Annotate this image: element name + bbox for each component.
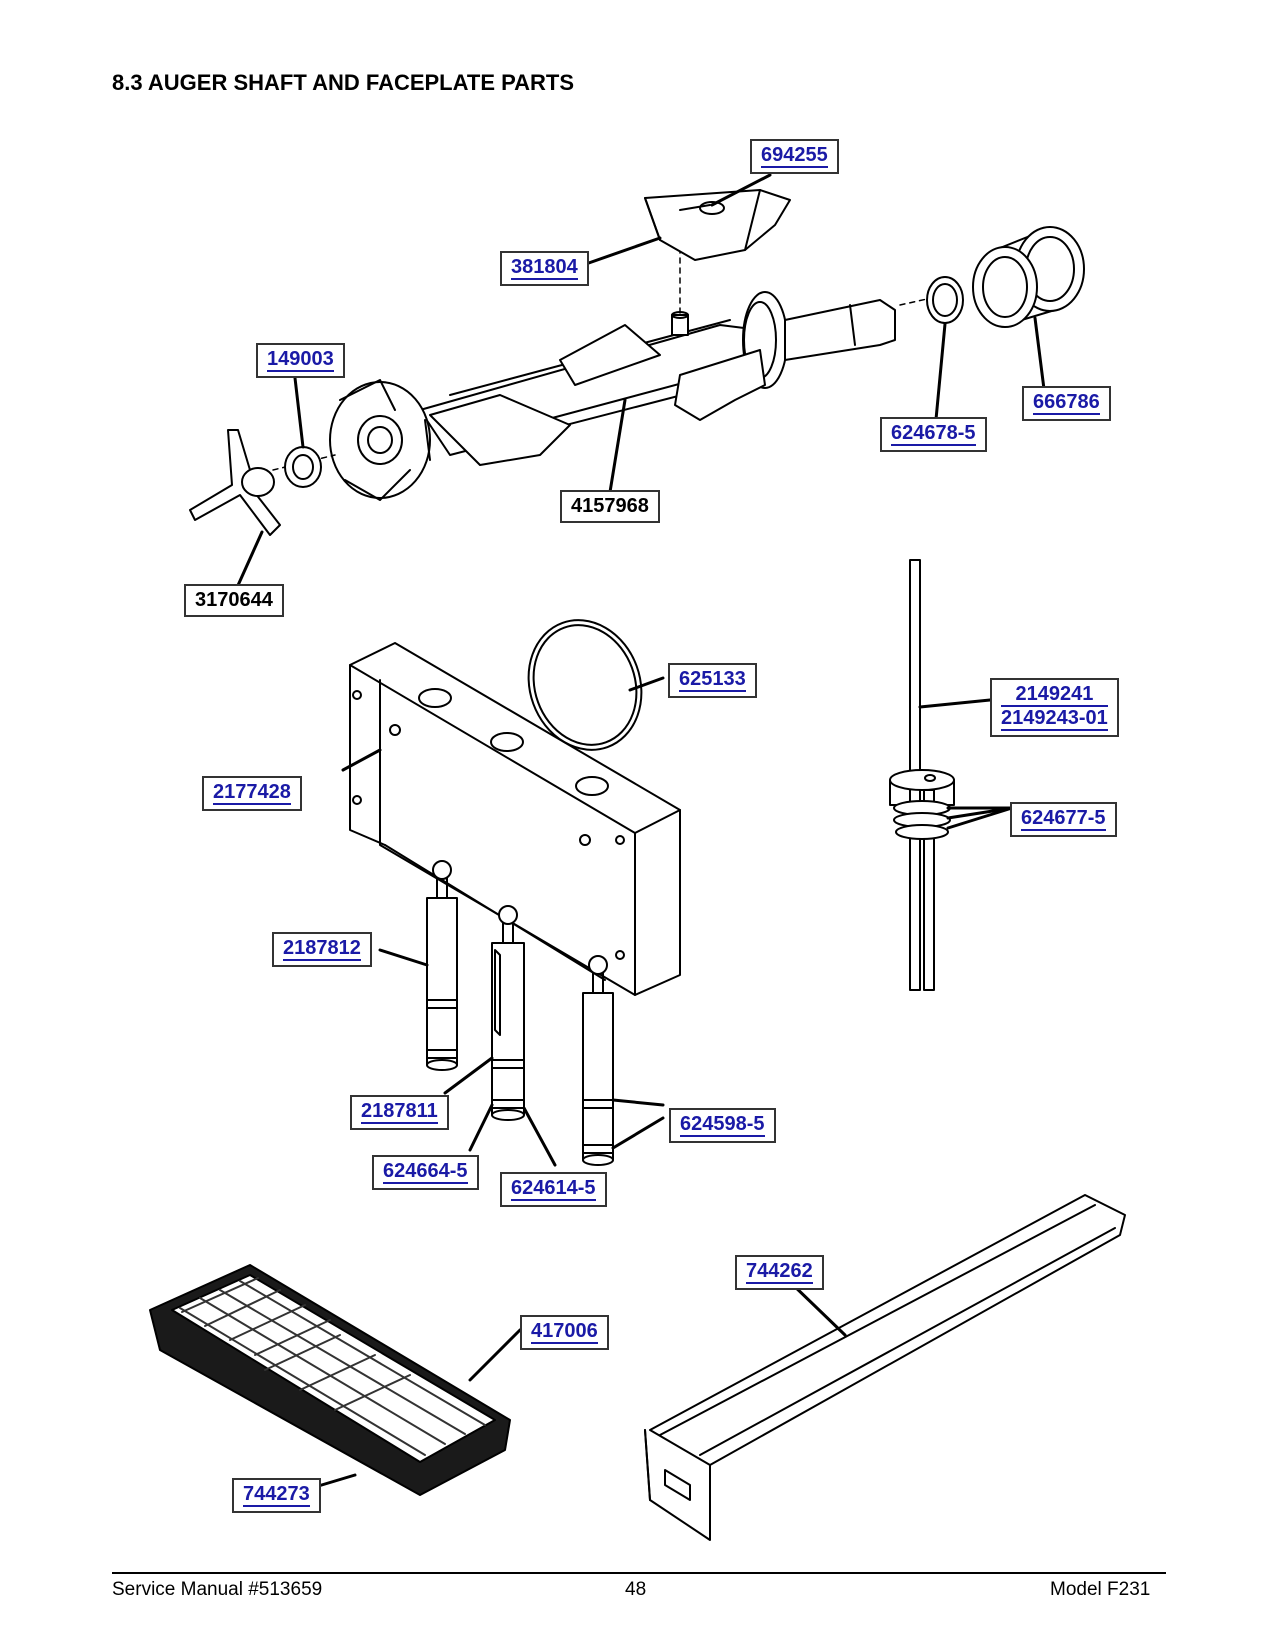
part-label-624598-5[interactable]: 624598-5 (669, 1108, 776, 1143)
part-label-149003[interactable]: 149003 (256, 343, 345, 378)
part-number-text: 2177428 (213, 781, 291, 805)
part-label-744273[interactable]: 744273 (232, 1478, 321, 1513)
part-number-text: 3170644 (195, 589, 273, 611)
part-label-624677-5[interactable]: 624677-5 (1010, 802, 1117, 837)
part-number-text: 2149241 (1001, 683, 1108, 707)
footer-rule (112, 1572, 1166, 1574)
footer-manual: Service Manual #513659 (112, 1579, 323, 1600)
part-number-text: 417006 (531, 1320, 598, 1344)
scraper-drawing (189, 429, 281, 536)
part-number-text: 624598-5 (680, 1113, 765, 1137)
part-label-417006[interactable]: 417006 (520, 1315, 609, 1350)
part-number-text-alt: 2149243-01 (1001, 707, 1108, 731)
part-label-744262[interactable]: 744262 (735, 1255, 824, 1290)
part-number-text: 2187812 (283, 937, 361, 961)
rod-drawing (889, 559, 955, 991)
part-label-381804[interactable]: 381804 (500, 251, 589, 286)
part-label-2177428[interactable]: 2177428 (202, 776, 302, 811)
part-label-625133[interactable]: 625133 (668, 663, 757, 698)
part-label-624664-5[interactable]: 624664-5 (372, 1155, 479, 1190)
part-number-text: 624677-5 (1021, 807, 1106, 831)
part-number-text: 666786 (1033, 391, 1100, 415)
part-number-text: 624678-5 (891, 422, 976, 446)
part-label-3170644: 3170644 (184, 584, 284, 617)
valve-middle-drawing (491, 905, 525, 1121)
part-number-text: 744262 (746, 1260, 813, 1284)
part-label-4157968: 4157968 (560, 490, 660, 523)
footer-page-number: 48 (625, 1579, 647, 1600)
drip-tray-drawing (149, 1264, 511, 1496)
part-number-text: 624664-5 (383, 1160, 468, 1184)
auger-shaft-drawing (272, 227, 946, 501)
valve-left-drawing (426, 860, 458, 1071)
gasket-drawing (527, 619, 643, 751)
part-number-text: 381804 (511, 256, 578, 280)
bearing-drawing (972, 226, 1085, 328)
part-label-666786[interactable]: 666786 (1022, 386, 1111, 421)
part-number-text: 2187811 (361, 1100, 438, 1124)
part-number-text: 4157968 (571, 495, 649, 517)
blade-bracket-drawing (644, 189, 791, 261)
faceplate-block-drawing (349, 642, 681, 996)
part-label-2187811[interactable]: 2187811 (350, 1095, 449, 1130)
part-number-text: 694255 (761, 144, 828, 168)
part-label-624614-5[interactable]: 624614-5 (500, 1172, 607, 1207)
part-number-text: 744273 (243, 1483, 310, 1507)
part-number-text: 149003 (267, 348, 334, 372)
footer-model: Model F231 (1050, 1579, 1151, 1600)
page-title: 8.3 AUGER SHAFT AND FACEPLATE PARTS (112, 70, 575, 95)
part-label-624678-5[interactable]: 624678-5 (880, 417, 987, 452)
drip-pan-drawing (644, 1194, 1126, 1541)
leader-lines (233, 173, 1047, 1492)
valve-right-drawing (582, 955, 614, 1166)
bushing-drawing (284, 446, 322, 488)
part-label-694255[interactable]: 694255 (750, 139, 839, 174)
part-number-text: 624614-5 (511, 1177, 596, 1201)
part-label-2187812[interactable]: 2187812 (272, 932, 372, 967)
part-number-text: 625133 (679, 668, 746, 692)
